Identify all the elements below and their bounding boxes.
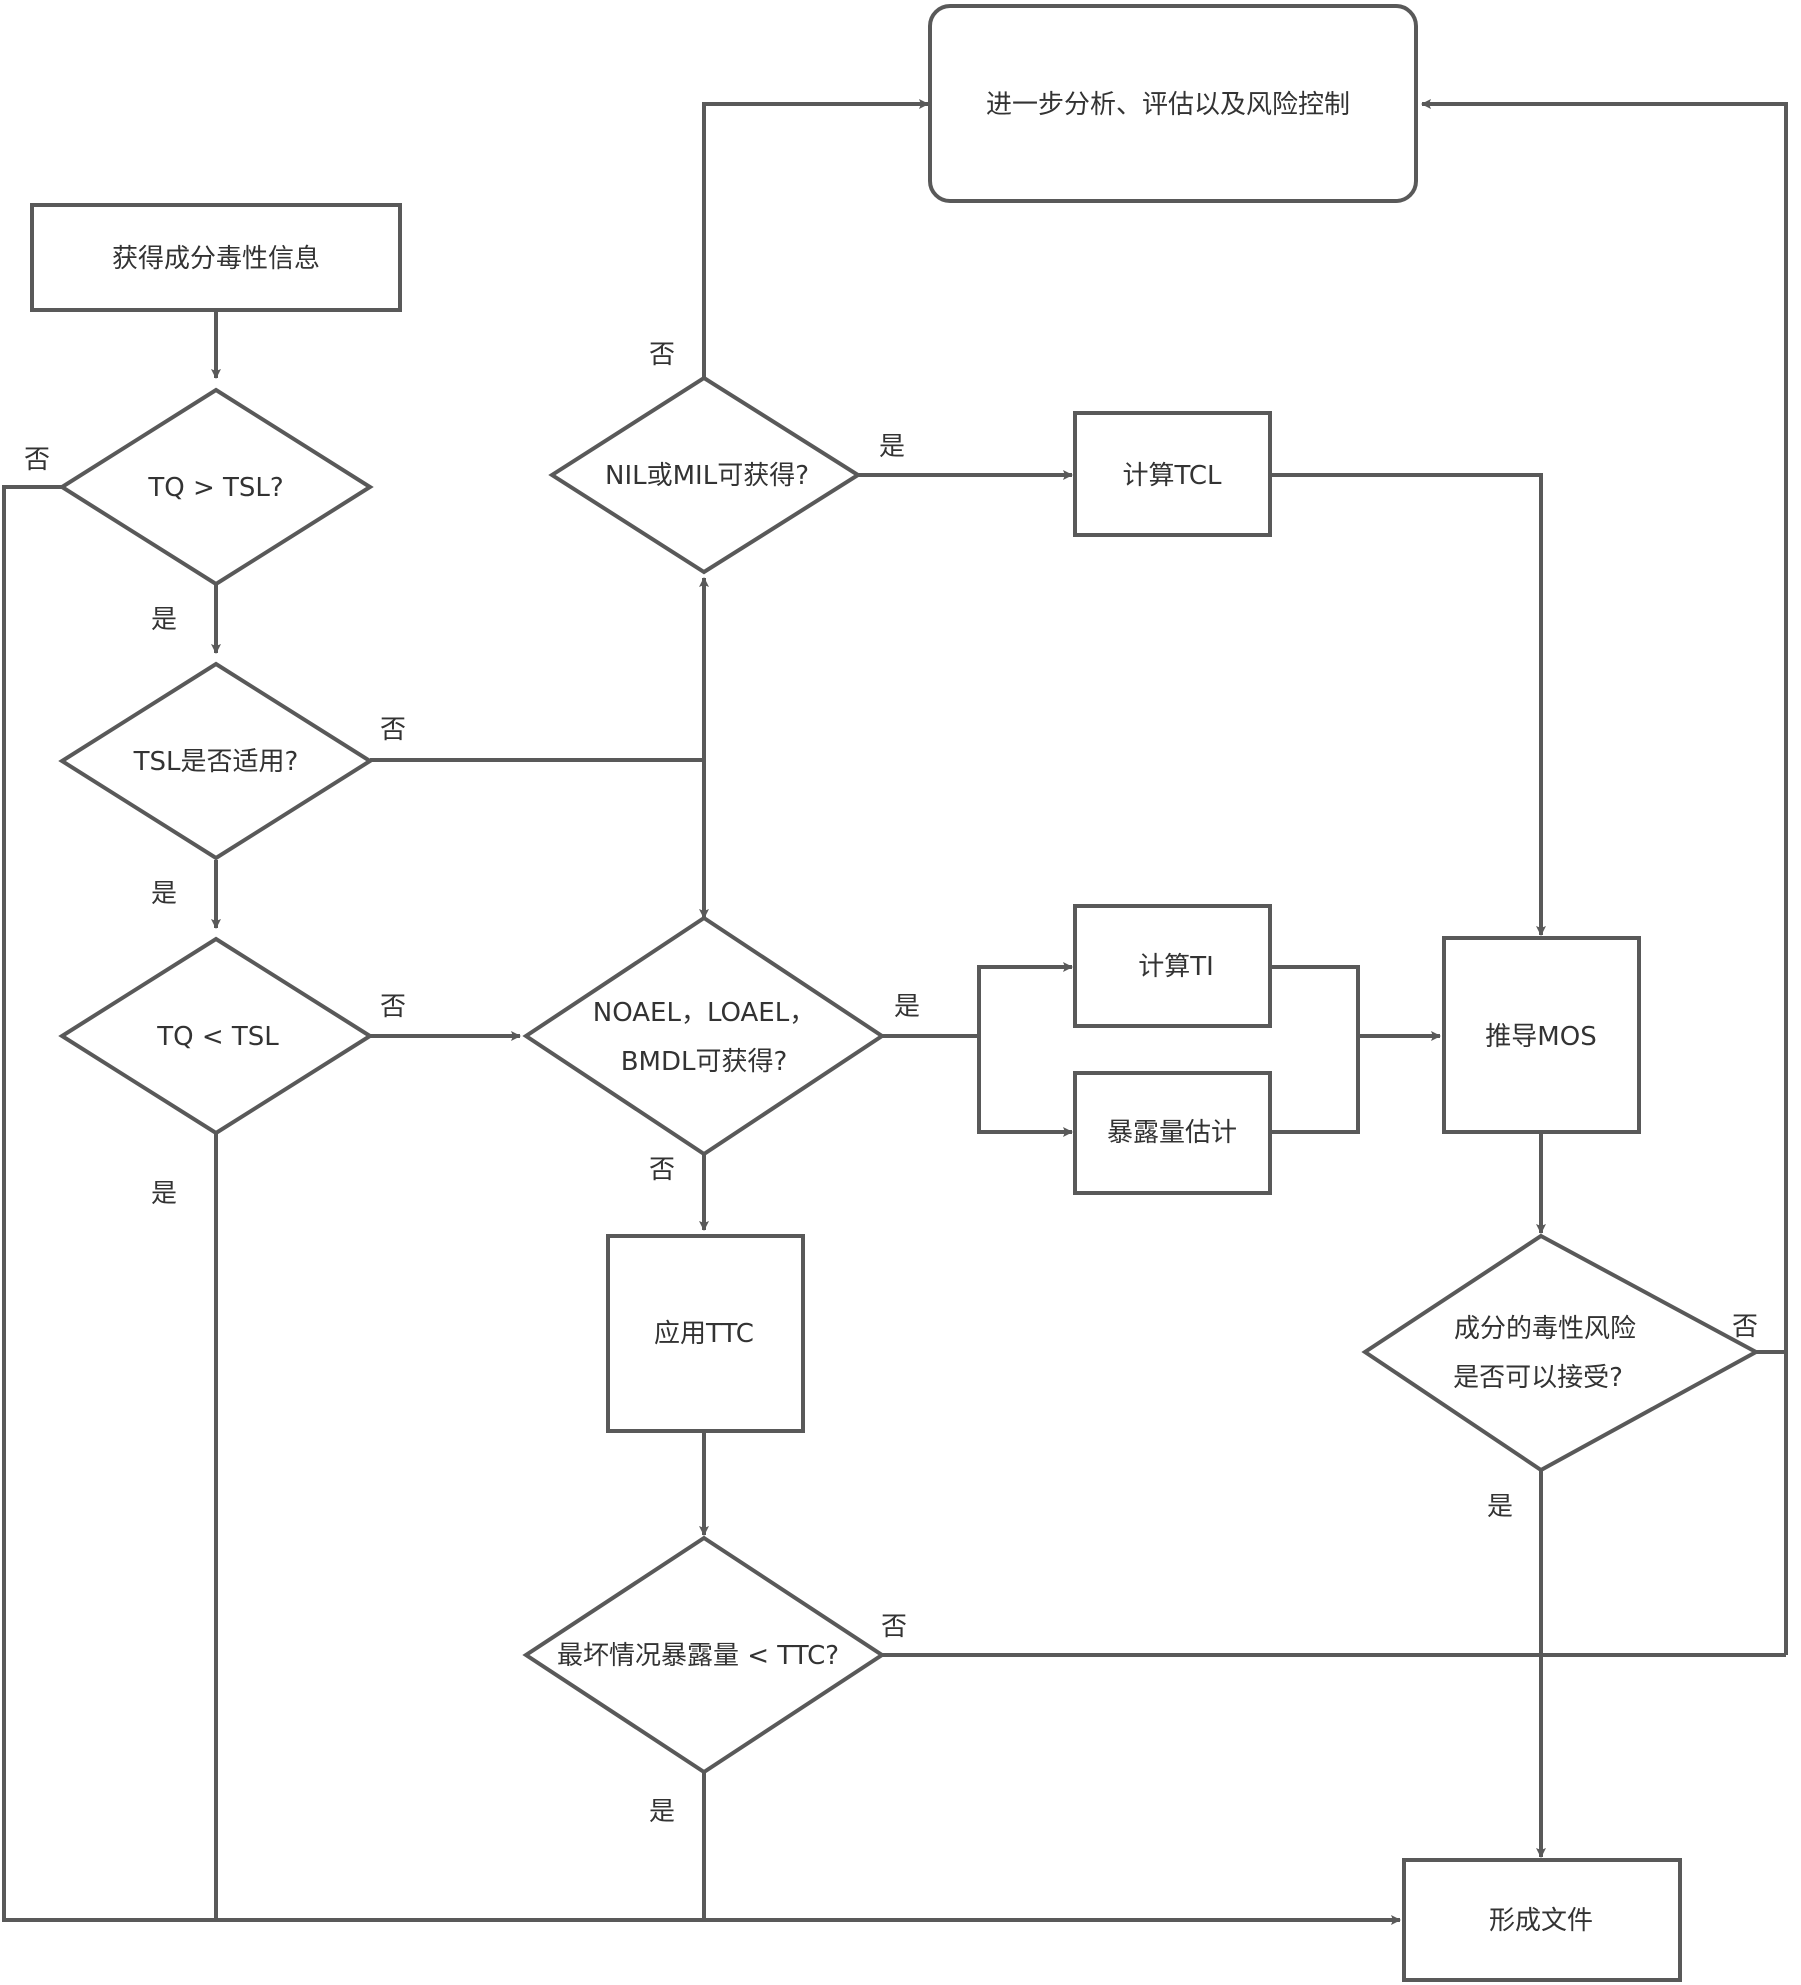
decision-worst-case[interactable]: 最坏情况暴露量 < TTC? [522, 1535, 886, 1775]
label-worst-yes: 是 [649, 1797, 675, 1827]
nil-mil-label: NIL或MIL可获得? [605, 461, 809, 491]
label-tslapp-yes: 是 [151, 879, 177, 909]
label-nilmil-no: 否 [649, 340, 675, 370]
decision-risk-acceptable[interactable]: 成分的毒性风险 是否可以接受? [1361, 1233, 1761, 1473]
label-noael-yes: 是 [894, 992, 920, 1022]
node-derive-mos[interactable]: 推导MOS [1442, 936, 1641, 1134]
risk-label-line2: 是否可以接受? [1453, 1363, 1623, 1393]
tq-lt-tsl-label: TQ < TSL [156, 1022, 279, 1052]
edge-rail-to-further [1421, 99, 1788, 1655]
decision-nil-mil[interactable]: NIL或MIL可获得? [548, 375, 862, 575]
derive-mos-label: 推导MOS [1485, 1022, 1596, 1052]
edge-split-to-exposure [977, 1036, 1073, 1137]
decision-tq-gt-tsl[interactable]: TQ > TSL? [58, 387, 374, 587]
tsl-applicable-label: TSL是否适用? [133, 747, 299, 777]
node-calc-tcl[interactable]: 计算TCL [1073, 411, 1272, 537]
further-analysis-label: 进一步分析、评估以及风险控制 [986, 90, 1350, 120]
obtain-info-label: 获得成分毒性信息 [112, 244, 320, 274]
edge-nilmil-no-to-further [702, 99, 929, 378]
risk-label-line1: 成分的毒性风险 [1454, 1314, 1636, 1344]
edges [2, 99, 1788, 1925]
decision-tq-lt-tsl[interactable]: TQ < TSL [58, 936, 374, 1136]
noael-label-line1: NOAEL，LOAEL， [593, 998, 815, 1028]
worst-case-label: 最坏情况暴露量 < TTC? [557, 1641, 839, 1671]
tq-gt-tsl-label: TQ > TSL? [147, 473, 283, 503]
node-exposure-estimate[interactable]: 暴露量估计 [1073, 1071, 1272, 1195]
edge-ti-to-merge [1272, 965, 1360, 1134]
label-tslapp-no: 否 [380, 715, 406, 745]
apply-ttc-label: 应用TTC [654, 1319, 754, 1349]
edge-split-to-ti [977, 962, 1073, 1036]
label-risk-yes: 是 [1487, 1492, 1513, 1522]
label-tqlt-yes: 是 [151, 1179, 177, 1209]
node-obtain-info[interactable]: 获得成分毒性信息 [30, 203, 402, 312]
node-apply-ttc[interactable]: 应用TTC [606, 1234, 805, 1433]
label-nilmil-yes: 是 [879, 432, 905, 462]
label-risk-no: 否 [1732, 1312, 1758, 1342]
node-further-analysis[interactable]: 进一步分析、评估以及风险控制 [928, 4, 1418, 203]
label-noael-no: 否 [649, 1155, 675, 1185]
calc-ti-label: 计算TI [1138, 952, 1214, 982]
decision-tsl-applicable[interactable]: TSL是否适用? [58, 661, 374, 861]
exposure-estimate-label: 暴露量估计 [1107, 1118, 1237, 1148]
label-tqgt-no: 否 [24, 445, 50, 475]
decision-noael[interactable]: NOAEL，LOAEL， BMDL可获得? [522, 915, 886, 1157]
edge-tcl-to-mos [1272, 473, 1546, 936]
node-form-document[interactable]: 形成文件 [1402, 1858, 1682, 1982]
form-document-label: 形成文件 [1489, 1906, 1593, 1936]
edge-labels: 否 是 否 是 否 是 否 是 是 否 否 是 否 是 [24, 340, 1758, 1827]
label-worst-no: 否 [881, 1612, 907, 1642]
label-tqgt-yes: 是 [151, 605, 177, 635]
node-calc-ti[interactable]: 计算TI [1073, 904, 1272, 1028]
label-tqlt-no: 否 [380, 992, 406, 1022]
noael-label-line2: BMDL可获得? [621, 1047, 788, 1077]
calc-tcl-label: 计算TCL [1123, 461, 1223, 491]
